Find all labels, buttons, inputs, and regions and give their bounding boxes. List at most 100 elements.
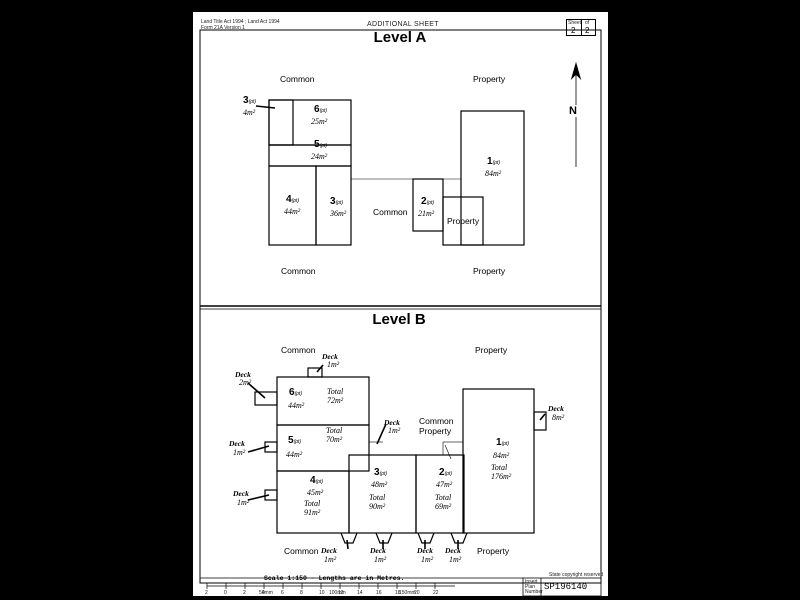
leader-3b-a [255,105,276,109]
lot3b-a-area: 4m² [243,108,256,117]
lot3-a-outline [315,165,352,246]
deck-bot3-area: 1m² [421,555,434,564]
deck-lot5-right-area: 1m² [388,426,401,435]
leader-deck-5r [376,423,387,445]
label-common-top-a: Common [280,74,315,84]
scale-tick-label: 14 [357,590,363,596]
lot1-b-label: 1(pt) [496,437,510,448]
deck-lot6-label: Deck [235,370,251,379]
deck-bot4-label: Deck [445,546,461,555]
deck-bot1-tab [340,532,358,544]
scale-mm-label: 150mm [399,590,416,596]
lot6-b-area: 44m² [288,401,305,410]
label-common-bottom-a: Common [281,266,316,276]
scale-tick-label: 4 [262,590,265,596]
lot5-b-label: 5(pt) [288,435,302,446]
form-version-text: Form 21A Version 1 [201,25,245,31]
deck-lot5-left-area: 1m² [233,448,246,457]
lot5-b-total: 70m² [326,435,343,444]
plan-drawing [199,29,602,596]
deck-bot4-area: 1m² [449,555,462,564]
common-property-b-box [442,441,464,456]
lot3-a-area: 36m² [330,209,347,218]
deck-lot5-left-label: Deck [229,439,245,448]
lot6-a-label: 6(pt) [314,104,328,115]
scale-tick-label: 16 [376,590,382,596]
leader-deck-top [316,364,324,373]
deck-lot1-box [533,411,547,431]
leader-cp [444,444,452,460]
deck-lot4-box [264,489,278,501]
lot4-b-total-label: Total [304,499,321,508]
lot1-a-label: 1(pt) [487,156,501,167]
lot5-a-outline [268,144,352,167]
scale-text: Scale 1:150 - Lengths are in Metres. [264,575,405,582]
sheet-label: Sheet [568,20,582,26]
deck-top-box [307,367,323,378]
lot5-b-total-label: Total [326,426,343,435]
lot2-a-area: 21m² [418,209,435,218]
lot6-b-total: 72m² [327,396,344,405]
scale-mm-label: 50mm [259,590,273,596]
leader-deck-b1 [346,539,349,550]
lot1-a-outline [460,110,525,246]
lot1-b-outline [462,388,535,534]
lot4-b-label: 4(pt) [310,475,324,486]
lot3b-a-label: 3(pt) [243,95,257,106]
lot4-a-area: 44m² [284,207,301,216]
survey-plan-sheet: Land Title Act 1994 ; Land Act 1994 Form… [193,12,608,596]
lot6-a-area: 25m² [311,117,328,126]
plan-label: Plan [525,584,536,590]
scale-tick-label: 6 [281,590,284,596]
leader-deck-4 [247,494,270,501]
deck-bot2-tab [375,532,393,544]
deck-lot5-right-label: Deck [384,418,400,427]
lot3b-a-cell [268,99,294,146]
lot3-a-label: 3(pt) [330,196,344,207]
deck-lot1-area: 8m² [552,413,565,422]
level-b-title: Level B [372,311,426,328]
lot1-b-total-label: Total [491,463,508,472]
lot4-a-label: 4(pt) [286,194,300,205]
deck-bot3-tab [417,532,435,544]
deck-bot2-label: Deck [370,546,386,555]
insert-label: Insert [525,579,538,585]
leader-deck-1 [539,413,546,421]
number-label: Number [525,589,543,595]
lot3-b-total: 90m² [369,502,386,511]
scale-tick-label: 0 [224,590,227,596]
label-common-property-1: Common [419,416,454,426]
deck-bot2-area: 1m² [374,555,387,564]
label-property-bottom-a: Property [473,266,506,276]
box-divider [581,20,582,35]
scale-tick-label: 2 [205,590,208,596]
scale-tick-label: 18 [395,590,401,596]
deck-bot1-label: Deck [321,546,337,555]
lot5-b-outline [276,424,370,472]
scale-tick-label: 10 [319,590,325,596]
scale-mm-label: 100mm [329,590,346,596]
lot2-a-label: 2(pt) [421,196,435,207]
deck-lot6-box [254,391,278,406]
label-common-mid-a: Common [373,207,408,217]
deck-lot1-label: Deck [548,404,564,413]
lot4-b-area: 45m² [307,488,324,497]
lot6-a-outline [268,99,352,146]
label-common-property-2: Property [419,426,452,436]
lot5-a-area: 24m² [311,152,328,161]
lot2-b-total-label: Total [435,493,452,502]
lot2-b-total: 69m² [435,502,452,511]
lot1-b-area: 84m² [493,451,510,460]
lot3-b-area: 48m² [371,480,388,489]
deck-bot3-label: Deck [417,546,433,555]
deck-lot6-area: 2m² [239,378,252,387]
leader-deck-5 [247,445,270,453]
lot4-b-total: 91m² [304,508,321,517]
lot2-b-area: 47m² [436,480,453,489]
lot3-b-label: 3(pt) [374,467,388,478]
label-property-top-a: Property [473,74,506,84]
scale-tick-label: 2 [243,590,246,596]
north-arrow-head [570,61,582,81]
acts-text: Land Title Act 1994 ; Land Act 1994 [201,19,280,25]
deck-bot4-tab [450,532,468,544]
